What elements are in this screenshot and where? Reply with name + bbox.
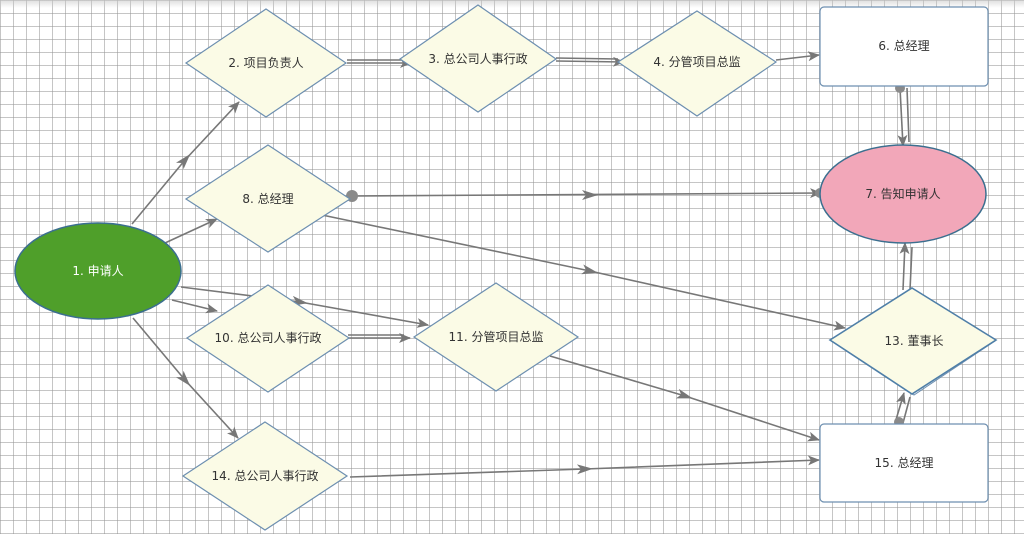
node-14[interactable]: 14. 总公司人事行政 — [181, 421, 349, 531]
node-8-label: 8. 总经理 — [242, 192, 293, 206]
node-11-shape — [412, 282, 580, 392]
edge-8-to-7[interactable] — [353, 188, 822, 199]
node-11-label: 11. 分管项目总监 — [449, 329, 544, 344]
node-13[interactable]: 13. 董事长 — [828, 287, 998, 396]
node-1[interactable]: 1. 申请人 — [14, 222, 182, 320]
node-7[interactable]: 7. 告知申请人 — [819, 144, 987, 244]
edge-1-to-14[interactable] — [132, 317, 239, 439]
node-15-label: 15. 总经理 — [875, 456, 934, 470]
edge-15-to-13-double — [902, 396, 911, 424]
node-14-label: 14. 总公司人事行政 — [212, 469, 319, 483]
node-3-label: 3. 总公司人事行政 — [428, 52, 527, 66]
node-15-shape — [819, 423, 989, 503]
node-4-label: 4. 分管项目总监 — [653, 54, 740, 69]
node-10-label: 10. 总公司人事行政 — [215, 331, 322, 345]
edge-3-to-4[interactable] — [555, 56, 625, 67]
edge-1-to-11[interactable] — [180, 286, 429, 328]
edge-1-to-8[interactable] — [164, 218, 218, 244]
node-3[interactable]: 3. 总公司人事行政 — [398, 4, 558, 113]
top-edge-shadow — [0, 0, 1024, 8]
node-3-shape — [398, 4, 558, 113]
node-7-label: 7. 告知申请人 — [865, 187, 940, 201]
node-10-shape — [185, 284, 351, 393]
connection-dots — [346, 83, 905, 427]
edge-3-to-4-double — [555, 57, 619, 60]
node-6[interactable]: 6. 总经理 — [819, 6, 989, 87]
node-1-shape — [14, 222, 182, 320]
node-2-label: 2. 项目负责人 — [228, 56, 303, 70]
edge-6-to-7-double — [906, 87, 910, 143]
edge-1-to-10[interactable] — [171, 299, 218, 314]
node-14-shape — [181, 421, 349, 531]
edge-4-to-6[interactable] — [775, 51, 820, 62]
node-13-shape — [828, 287, 998, 395]
edge-13-to-7[interactable] — [899, 242, 910, 291]
node-4-shape — [616, 10, 778, 117]
node-8-shape — [184, 144, 352, 253]
node-11[interactable]: 11. 分管项目总监 — [412, 282, 580, 392]
edge-11-to-15[interactable] — [549, 355, 820, 442]
node-4[interactable]: 4. 分管项目总监 — [616, 10, 778, 117]
node-1-label: 1. 申请人 — [72, 264, 123, 278]
edges — [131, 51, 913, 478]
node-8[interactable]: 8. 总经理 — [184, 144, 352, 253]
edge-13-to-7-double — [909, 246, 913, 291]
edge-1-to-2[interactable] — [131, 101, 240, 225]
node-2[interactable]: 2. 项目负责人 — [184, 8, 348, 118]
edge-8-to-13[interactable] — [321, 214, 846, 331]
node-15[interactable]: 15. 总经理 — [819, 423, 989, 503]
node-7-shape — [819, 144, 987, 244]
edge-14-to-15[interactable] — [349, 455, 820, 478]
node-2-shape — [184, 8, 348, 118]
node-13-label: 13. 董事长 — [885, 334, 944, 348]
edge-6-to-7[interactable] — [897, 87, 908, 147]
node-10[interactable]: 10. 总公司人事行政 — [185, 284, 351, 393]
node-6-shape — [819, 6, 989, 87]
node-6-label: 6. 总经理 — [878, 39, 929, 53]
